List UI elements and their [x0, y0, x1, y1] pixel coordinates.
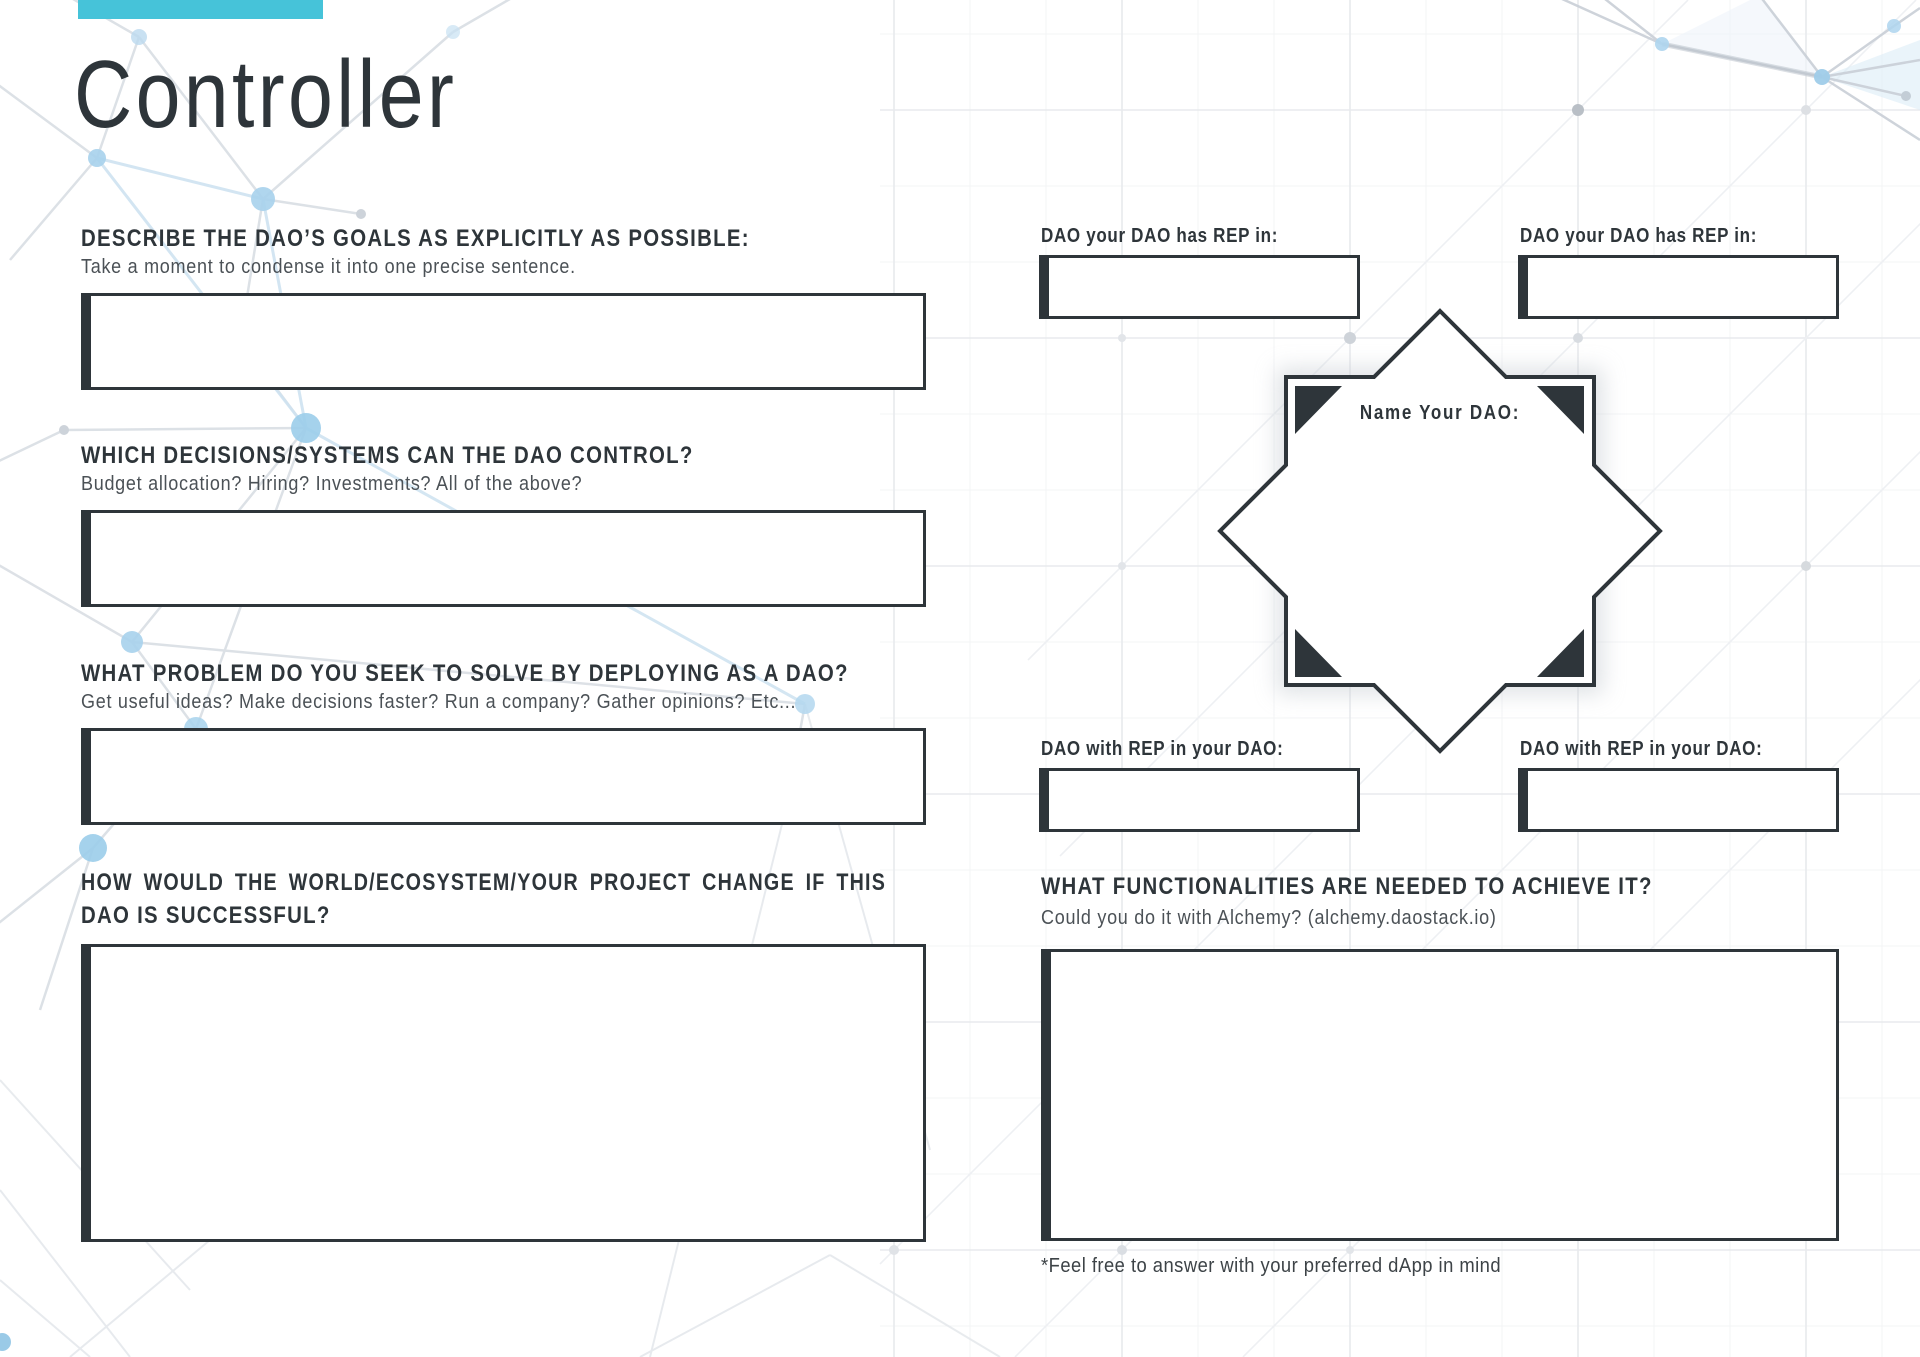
page-title: Controller	[74, 41, 458, 148]
problem-input[interactable]	[81, 728, 926, 825]
question-goals-heading: DESCRIBE THE DAO’S GOALS AS EXPLICITLY A…	[81, 225, 750, 252]
world-change-input[interactable]	[81, 944, 926, 1242]
functionalities-input[interactable]	[1041, 949, 1839, 1241]
question-world-change-heading-line1: HOW WOULD THE WORLD/ECOSYSTEM/YOUR PROJE…	[81, 869, 887, 896]
rep-from-input-1[interactable]	[1039, 768, 1360, 832]
question-problem-subtitle: Get useful ideas? Make decisions faster?…	[81, 691, 797, 713]
name-your-dao-label: Name Your DAO:	[1359, 402, 1521, 424]
question-decisions-subtitle: Budget allocation? Hiring? Investments? …	[81, 473, 583, 495]
rep-in-label-1: DAO your DAO has REP in:	[1041, 225, 1279, 247]
grid-dots	[889, 104, 1811, 1255]
goals-input[interactable]	[81, 293, 926, 390]
corner-triangle-bottom-left	[1295, 629, 1342, 677]
corner-triangle-top-left	[1295, 386, 1342, 434]
question-world-change-heading-line2: DAO IS SUCCESSFUL?	[81, 902, 331, 929]
rep-in-input-1[interactable]	[1039, 255, 1360, 319]
star-corner-triangles	[1295, 386, 1584, 677]
decisions-input[interactable]	[81, 510, 926, 607]
question-goals-subtitle: Take a moment to condense it into one pr…	[81, 256, 576, 278]
accent-bar	[78, 0, 323, 19]
rep-from-label-1: DAO with REP in your DAO:	[1041, 738, 1284, 760]
rep-in-label-2: DAO your DAO has REP in:	[1520, 225, 1758, 247]
corner-triangle-top-right	[1537, 386, 1584, 434]
question-decisions-heading: WHICH DECISIONS/SYSTEMS CAN THE DAO CONT…	[81, 442, 694, 469]
rep-from-input-2[interactable]	[1518, 768, 1839, 832]
functionalities-subtitle: Could you do it with Alchemy? (alchemy.d…	[1041, 907, 1497, 929]
functionalities-heading: WHAT FUNCTIONALITIES ARE NEEDED TO ACHIE…	[1041, 873, 1653, 900]
dao-name-input[interactable]	[1302, 438, 1578, 650]
network-pattern-top-right	[1561, 0, 1920, 142]
dao-name-star	[1217, 308, 1663, 754]
question-problem-heading: WHAT PROBLEM DO YOU SEEK TO SOLVE BY DEP…	[81, 660, 849, 687]
corner-triangle-bottom-right	[1537, 629, 1584, 677]
star-outline	[1217, 308, 1663, 754]
rep-in-input-2[interactable]	[1518, 255, 1839, 319]
rep-from-label-2: DAO with REP in your DAO:	[1520, 738, 1763, 760]
functionalities-footnote: *Feel free to answer with your preferred…	[1041, 1255, 1502, 1277]
